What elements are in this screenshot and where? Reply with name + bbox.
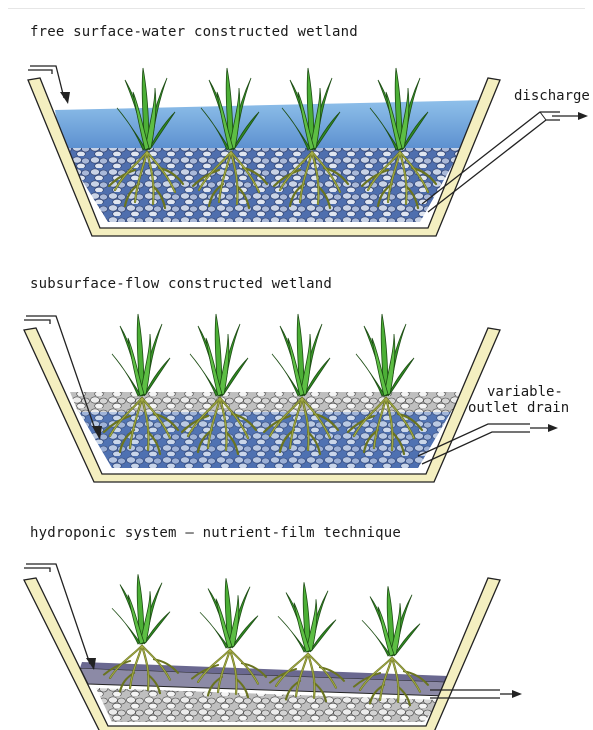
panel2-basin [24,314,558,482]
panel1-basin [28,66,588,236]
panel3-basin [24,564,522,730]
